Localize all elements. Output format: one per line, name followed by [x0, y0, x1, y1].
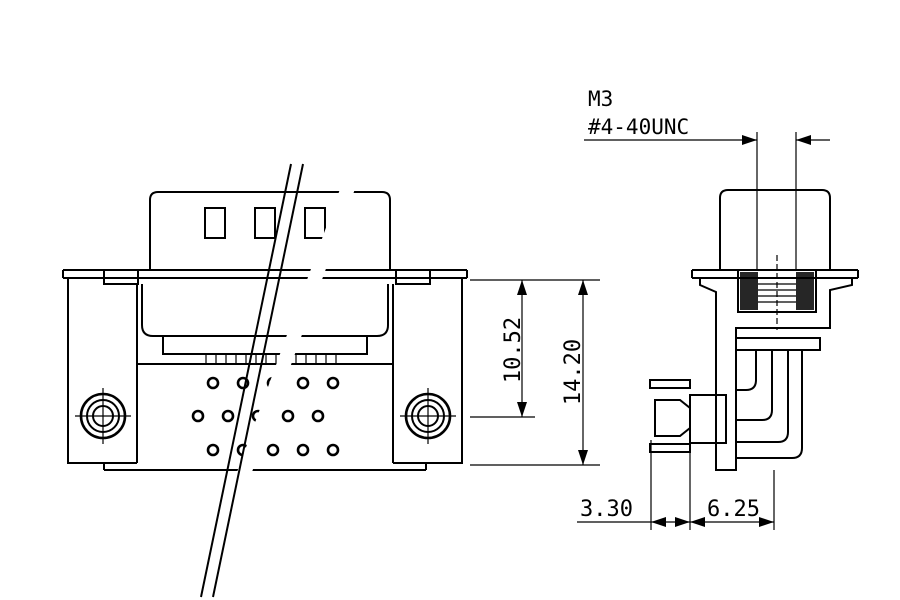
contact-pin-row [205, 353, 337, 365]
side-view [649, 189, 859, 471]
dim-inner-height-label: 10.52 [501, 317, 526, 383]
board-pins [649, 379, 727, 453]
dim-outer-height-label: 14.20 [561, 339, 586, 405]
bent-contacts [736, 350, 803, 459]
break-lines [196, 163, 360, 598]
threaded-insert [737, 255, 817, 330]
mounting-boss-left [75, 388, 131, 444]
callout-thread-metric: M3 [588, 87, 613, 111]
callout-thread-unc: #4-40UNC [588, 115, 689, 139]
shell-windows [204, 207, 326, 239]
dim-right-offset-label: 6.25 [707, 497, 760, 522]
side-dimensions: M3 #4-40UNC 3.30 6.25 [577, 87, 830, 530]
dim-left-offset-label: 3.30 [580, 497, 633, 522]
flange [62, 269, 468, 285]
mounting-boss-right [400, 388, 456, 444]
front-view [62, 163, 468, 598]
front-dimensions: 10.52 14.20 [470, 279, 600, 466]
